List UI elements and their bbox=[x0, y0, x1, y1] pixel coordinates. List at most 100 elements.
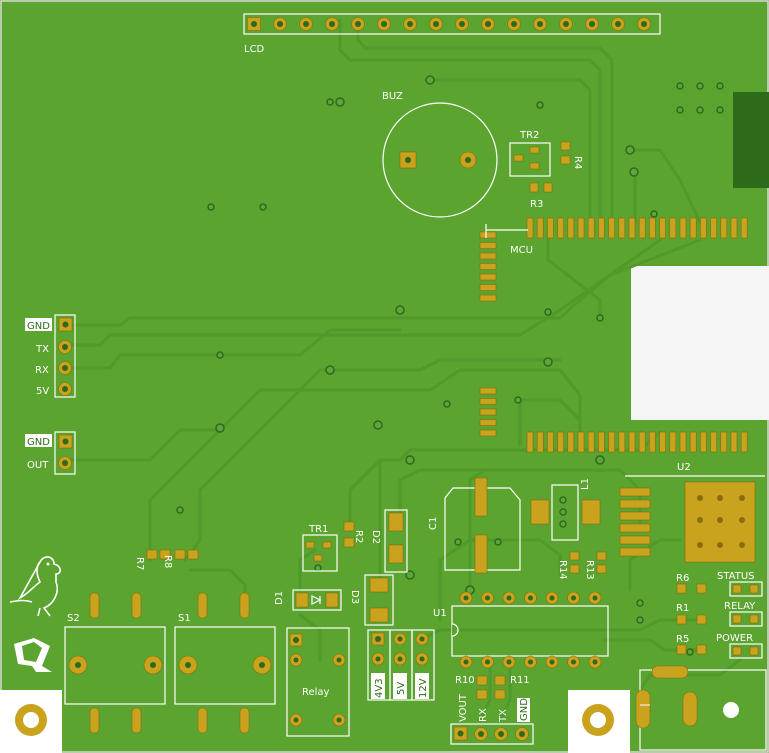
r10-label: R10 bbox=[455, 675, 475, 686]
module-cutout bbox=[631, 266, 769, 420]
mcu-pad bbox=[567, 431, 575, 453]
mcu-pad bbox=[720, 217, 728, 239]
mcu-left-pads-lower bbox=[479, 387, 497, 437]
mcu-pad bbox=[577, 431, 585, 453]
sensor-out-label: OUT bbox=[27, 460, 49, 471]
d2-label: D2 bbox=[370, 530, 381, 544]
power-jack-hole bbox=[723, 702, 739, 718]
buz-label: BUZ bbox=[382, 91, 403, 102]
mcu-pad bbox=[479, 284, 497, 291]
mcu-left-pads bbox=[479, 231, 497, 302]
r6-label: R6 bbox=[676, 573, 689, 584]
c1-label: C1 bbox=[428, 517, 439, 530]
mcu-pad bbox=[659, 217, 666, 239]
serial-rx-label: RX bbox=[35, 365, 49, 376]
d1-label: D1 bbox=[274, 591, 285, 605]
u2-pins bbox=[619, 487, 651, 557]
mcu-pad bbox=[730, 217, 738, 239]
traces bbox=[58, 18, 742, 722]
r14-label: R14 bbox=[557, 560, 568, 580]
serial-header-outline bbox=[54, 314, 76, 398]
r11-label: R11 bbox=[510, 675, 530, 686]
mcu-pad bbox=[567, 217, 575, 239]
jumper-12v-label: 12V bbox=[418, 678, 429, 698]
vias bbox=[176, 75, 724, 656]
mcu-pad bbox=[730, 431, 738, 453]
mcu-pad bbox=[479, 429, 497, 437]
mcu-pad bbox=[547, 217, 554, 239]
mcu-pad bbox=[638, 217, 646, 239]
mcu-pad bbox=[679, 217, 687, 239]
d1-outline bbox=[292, 589, 342, 611]
jumper-4v3-label: 4V3 bbox=[374, 678, 385, 698]
mcu-pad bbox=[598, 431, 605, 453]
lcd-label: LCD bbox=[244, 44, 265, 55]
mcu-pad bbox=[710, 431, 717, 453]
mcu-pad bbox=[659, 431, 666, 453]
u1-pins bbox=[459, 591, 602, 669]
r2-label: R2 bbox=[353, 530, 364, 543]
mcu-pad bbox=[720, 431, 728, 453]
r13-label: R13 bbox=[584, 560, 595, 580]
l1-label: L1 bbox=[580, 478, 591, 490]
mcu-pad bbox=[618, 217, 626, 239]
mcu-pad bbox=[479, 273, 497, 281]
d3-label: D3 bbox=[349, 590, 360, 604]
mcu-pad bbox=[740, 431, 748, 453]
out-gnd-label: GND bbox=[519, 698, 530, 721]
mcu-pad bbox=[628, 217, 636, 239]
c1-outline bbox=[444, 487, 521, 571]
power-label: POWER bbox=[716, 633, 753, 644]
relay-label: Relay bbox=[302, 687, 330, 698]
mcu-pad bbox=[479, 419, 497, 426]
mcu-top-pads bbox=[526, 217, 748, 239]
mcu-pad bbox=[557, 217, 564, 239]
mcu-pad bbox=[479, 294, 497, 302]
mcu-pad bbox=[710, 217, 717, 239]
mcu-pad bbox=[547, 431, 554, 453]
r3-label: R3 bbox=[530, 199, 543, 210]
mcu-pad bbox=[638, 431, 646, 453]
relay-outline bbox=[286, 627, 350, 737]
mcu-pad bbox=[700, 431, 707, 453]
mcu-pad bbox=[526, 217, 534, 239]
mcu-pad bbox=[669, 431, 677, 453]
bird-logo-icon bbox=[9, 556, 62, 617]
mcu-pad bbox=[479, 408, 497, 416]
s2-outline bbox=[64, 626, 166, 705]
mcu-pad bbox=[689, 217, 697, 239]
out-rx-label: RX bbox=[478, 708, 489, 722]
output-header-outline bbox=[450, 723, 534, 745]
mcu-pad bbox=[608, 217, 615, 239]
mcu-pad bbox=[700, 217, 707, 239]
mcu-outline bbox=[485, 224, 528, 238]
r5-label: R5 bbox=[676, 634, 689, 645]
s1-outline bbox=[174, 626, 276, 705]
tr2-outline bbox=[509, 142, 551, 177]
mcu-pad bbox=[479, 263, 497, 270]
r8-label: R8 bbox=[162, 555, 173, 568]
status-label: STATUS bbox=[717, 571, 755, 582]
mcu-pad bbox=[479, 231, 497, 239]
mcu-pad bbox=[526, 431, 534, 453]
s2-label: S2 bbox=[67, 613, 80, 624]
q-logo-icon bbox=[14, 638, 52, 672]
tr1-outline bbox=[302, 534, 338, 572]
s1-label: S1 bbox=[178, 613, 191, 624]
antenna-copper bbox=[733, 92, 769, 188]
mcu-pad bbox=[689, 431, 697, 453]
mcu-pad bbox=[479, 252, 497, 260]
mcu-bottom-pads bbox=[526, 431, 748, 453]
mcu-pad bbox=[587, 217, 595, 239]
mcu-pad bbox=[587, 431, 595, 453]
u1-label: U1 bbox=[433, 608, 447, 619]
serial-tx-label: TX bbox=[35, 344, 49, 355]
sensor-gnd-label: GND bbox=[27, 437, 50, 448]
mcu-pad bbox=[479, 398, 497, 405]
mcu-pad bbox=[598, 217, 605, 239]
mcu-pad bbox=[628, 431, 636, 453]
tr1-label: TR1 bbox=[308, 524, 328, 535]
led-resistors bbox=[676, 583, 707, 655]
out-tx-label: TX bbox=[498, 709, 509, 723]
